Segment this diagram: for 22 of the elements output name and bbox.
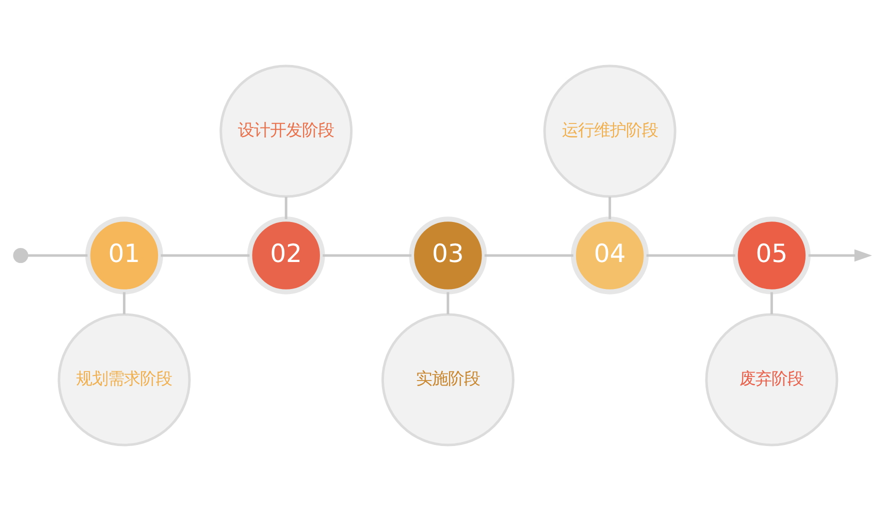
arrow [808,249,872,262]
node-circle: 规划需求阶段 [58,313,191,446]
connector [28,254,88,257]
connector [160,254,250,257]
node-circle [13,248,28,264]
node-circle: 废弃阶段 [705,313,838,446]
connector [322,254,412,257]
node-circle: 02 [247,216,325,294]
connector [608,196,612,220]
node-circle: 01 [85,216,164,294]
connector [770,292,773,314]
connector [446,292,450,314]
connector [484,254,574,257]
connector [646,254,736,257]
node-circle: 实施阶段 [381,313,514,446]
connector [122,292,126,314]
node-circle: 04 [570,216,649,294]
node-circle: 运行维护阶段 [543,64,676,198]
node-circle: 设计开发阶段 [220,64,353,198]
connector [284,196,288,220]
node-circle: 05 [732,216,811,294]
node-circle: 03 [409,216,487,294]
